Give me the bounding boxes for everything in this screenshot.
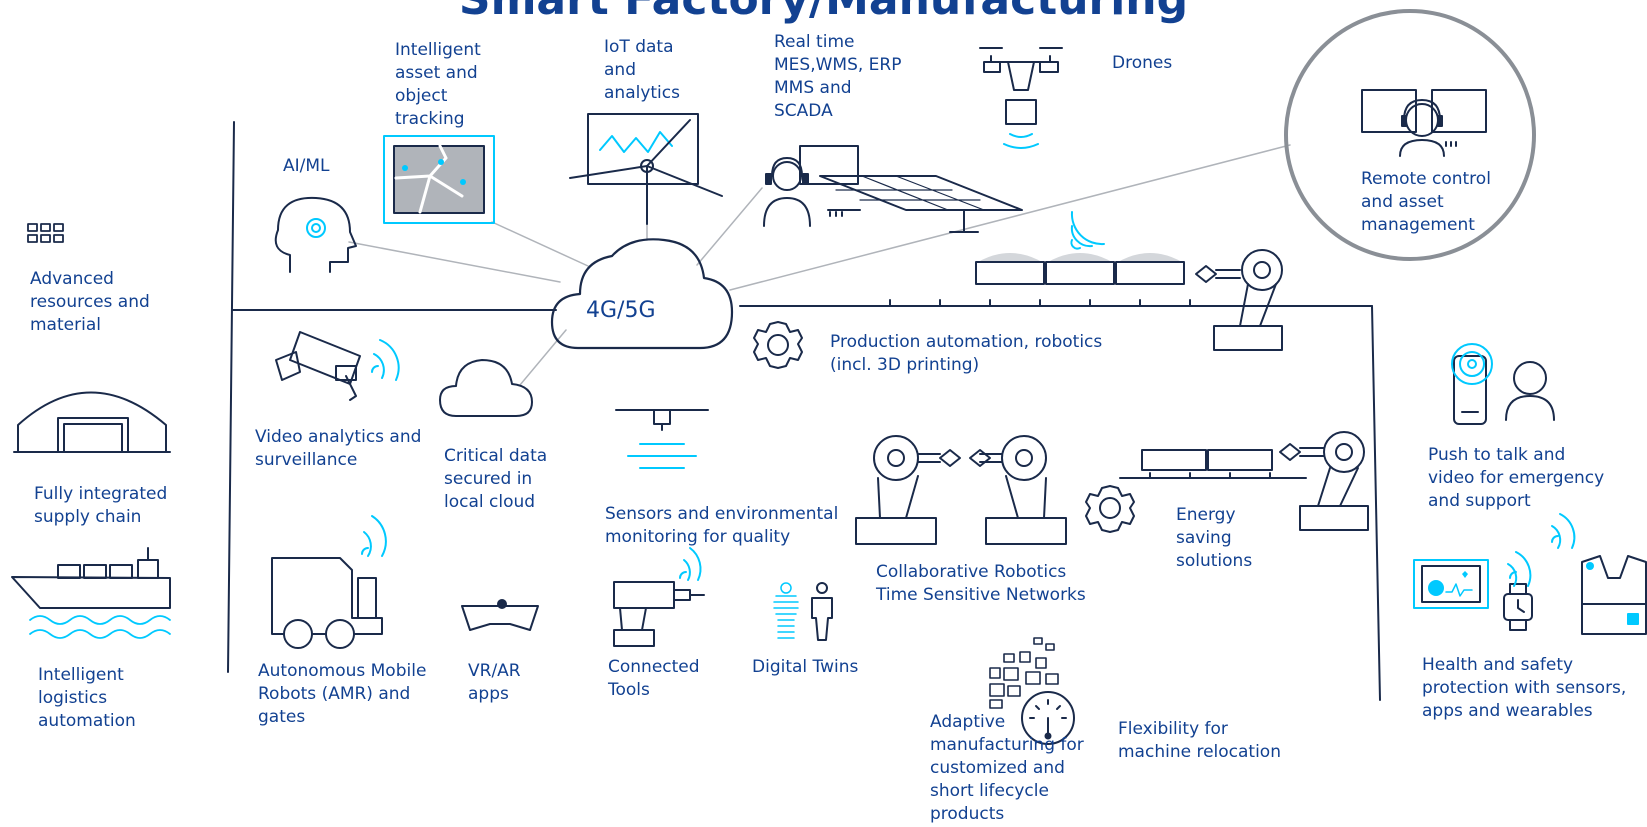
label-tools: Connected Tools bbox=[608, 657, 700, 700]
resources-grid-icon bbox=[27, 223, 64, 243]
operator-headset-icon bbox=[763, 145, 861, 227]
label-production: Production automation, robotics (incl. 3… bbox=[830, 332, 1103, 375]
sensor-icon bbox=[615, 409, 709, 469]
remote-operator-icon bbox=[1284, 9, 1536, 261]
label-advanced-resources: Advanced resources and material bbox=[30, 269, 150, 335]
connector-lines bbox=[348, 144, 1291, 386]
tracking-tablet-icon bbox=[383, 135, 495, 224]
conveyor-belt-icon bbox=[879, 253, 1231, 307]
label-energy: Energy saving solutions bbox=[1176, 505, 1253, 571]
hub-label: 4G/5G bbox=[586, 298, 656, 323]
solar-panel-icon bbox=[819, 175, 1023, 233]
label-video-analytics: Video analytics and surveillance bbox=[255, 427, 422, 470]
label-amr: Autonomous Mobile Robots (AMR) and gates bbox=[258, 661, 427, 727]
robot-arm-icon bbox=[1195, 249, 1283, 351]
label-push-to-talk: Push to talk and video for emergency and… bbox=[1428, 445, 1605, 511]
warehouse-icon bbox=[13, 391, 171, 453]
label-logistics: Intelligent logistics automation bbox=[38, 665, 136, 731]
label-digital-twins: Digital Twins bbox=[752, 657, 859, 677]
label-vrar: VR/AR apps bbox=[468, 661, 521, 704]
phone-icon bbox=[1451, 343, 1493, 425]
smartwatch-icon bbox=[1503, 551, 1533, 631]
cargo-ship-icon bbox=[11, 547, 171, 639]
label-remote-control: Remote control and asset management bbox=[1361, 169, 1491, 235]
safety-vest-icon bbox=[1551, 513, 1647, 635]
camera-icon bbox=[275, 331, 400, 401]
label-drones: Drones bbox=[1112, 53, 1173, 73]
local-cloud-icon bbox=[439, 359, 533, 417]
label-health-safety: Health and safety protection with sensor… bbox=[1422, 655, 1627, 721]
label-critical-data: Critical data secured in local cloud bbox=[444, 446, 548, 512]
energy-robot-icon bbox=[1085, 431, 1369, 533]
agv-icon bbox=[271, 515, 387, 649]
cloud-hub-icon bbox=[550, 238, 734, 350]
gauge-icon bbox=[989, 637, 1075, 745]
drill-icon bbox=[613, 547, 705, 647]
label-intelligent-tracking: Intelligent asset and object tracking bbox=[395, 40, 481, 129]
label-realtime-systems: Real time MES,WMS, ERP MMS and SCADA bbox=[774, 32, 902, 121]
drone-icon bbox=[979, 47, 1063, 149]
wind-turbine-monitor-icon bbox=[569, 113, 723, 225]
label-iot-data: IoT data and analytics bbox=[604, 37, 680, 103]
gear-icon bbox=[753, 321, 803, 369]
wifi-signal-icon bbox=[1070, 211, 1105, 250]
vr-headset-icon bbox=[461, 599, 539, 631]
ai-head-icon bbox=[274, 196, 357, 273]
label-flexibility: Flexibility for machine relocation bbox=[1118, 719, 1281, 762]
label-sensors: Sensors and environmental monitoring for… bbox=[605, 504, 839, 547]
digital-twin-icon bbox=[773, 582, 833, 641]
page-title: Smart Factory/Manufacturing bbox=[0, 0, 1647, 25]
robot-pair-icon bbox=[855, 435, 1067, 545]
health-monitor-icon bbox=[1413, 559, 1489, 609]
label-supply-chain: Fully integrated supply chain bbox=[34, 484, 168, 527]
label-adaptive: Adaptive manufacturing for customized an… bbox=[930, 712, 1084, 824]
label-collab-robotics: Collaborative Robotics Time Sensitive Ne… bbox=[876, 562, 1086, 605]
person-icon bbox=[1505, 361, 1555, 421]
label-ai-ml: AI/ML bbox=[283, 156, 330, 176]
